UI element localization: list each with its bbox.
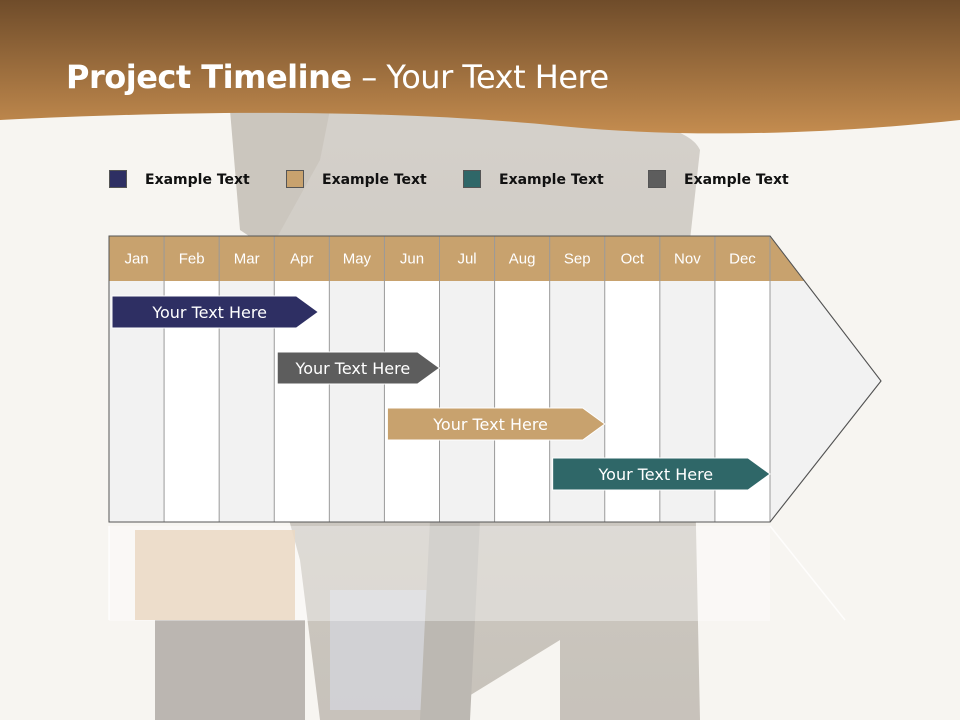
title-rest: – Your Text Here [351, 58, 609, 96]
timeline-arrow-outline [108, 235, 882, 523]
month-label-aug: Aug [509, 251, 536, 268]
month-label-jan: Jan [124, 251, 148, 268]
legend-label: Example Text [499, 172, 604, 188]
legend-swatch [463, 170, 481, 188]
month-column [384, 281, 440, 522]
title-banner [0, 0, 960, 134]
task-bar-3 [386, 407, 606, 441]
task-bar-4 [552, 457, 771, 491]
month-label-nov: Nov [674, 251, 701, 268]
task-bar-label: Your Text Here [598, 465, 714, 484]
page-title: Project Timeline – Your Text Here [66, 58, 609, 96]
month-label-feb: Feb [179, 251, 205, 268]
month-column [439, 281, 495, 522]
legend-swatch [286, 170, 304, 188]
legend-label: Example Text [322, 172, 427, 188]
month-label-sep: Sep [564, 251, 591, 268]
task-bar-2 [276, 351, 441, 385]
month-column [494, 281, 550, 522]
month-label-mar: Mar [234, 251, 260, 268]
month-label-apr: Apr [290, 251, 313, 268]
timeline-reflection-edge [769, 525, 846, 621]
task-bar-label: Your Text Here [295, 359, 411, 378]
month-label-dec: Dec [729, 251, 756, 268]
legend-label: Example Text [145, 172, 250, 188]
legend-label: Example Text [684, 172, 789, 188]
task-bar-label: Your Text Here [432, 415, 548, 434]
timeline-reflection [109, 526, 770, 621]
legend-swatch [109, 170, 127, 188]
month-label-oct: Oct [621, 251, 645, 268]
month-column [329, 281, 385, 522]
month-label-jun: Jun [400, 251, 424, 268]
task-bar-1 [111, 295, 320, 329]
task-bar-label: Your Text Here [151, 303, 267, 322]
month-label-may: May [343, 251, 372, 268]
title-bold: Project Timeline [66, 58, 352, 96]
month-label-jul: Jul [457, 251, 476, 268]
legend-swatch [648, 170, 666, 188]
